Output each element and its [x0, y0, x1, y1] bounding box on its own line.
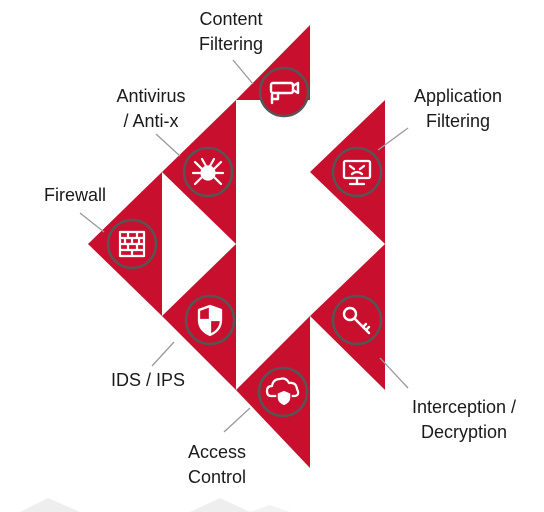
label-content-filtering-line-1: Content	[199, 9, 263, 29]
leader-lines	[79, 59, 409, 433]
label-access-control-line-2: Control	[187, 467, 247, 487]
leader-antivirus	[155, 133, 181, 157]
leader-ids-ips	[151, 341, 175, 367]
label-antivirus: Antivirus / Anti-x	[96, 84, 206, 134]
label-content-filtering-line-2: Filtering	[198, 34, 264, 54]
key-icon	[331, 294, 383, 346]
label-access-control: Access Control	[168, 440, 266, 490]
leader-content-filtering	[232, 59, 254, 85]
brick-wall-icon	[106, 218, 158, 270]
label-interception-line-1: Interception /	[411, 397, 517, 417]
label-ids-ips: IDS / IPS	[100, 368, 196, 393]
label-antivirus-line-2: / Anti-x	[123, 111, 179, 131]
label-application-filtering-line-2: Filtering	[425, 111, 491, 131]
leader-firewall	[79, 212, 105, 233]
bug-icon	[182, 146, 234, 198]
shield-icon	[184, 294, 236, 346]
label-access-control-line-1: Access	[187, 442, 247, 462]
leader-application-filtering	[377, 127, 409, 151]
label-interception-line-2: Decryption	[420, 422, 508, 442]
label-firewall-line-1: Firewall	[43, 185, 106, 205]
label-ids-ips-line-1: IDS / IPS	[110, 370, 186, 390]
leader-access-control	[223, 407, 251, 433]
leader-interception	[379, 357, 409, 389]
cloud-shield-icon	[257, 366, 309, 418]
label-application-filtering-line-1: Application	[413, 86, 503, 106]
monitor-icon	[331, 146, 383, 198]
label-firewall: Firewall	[30, 183, 120, 208]
label-antivirus-line-1: Antivirus	[116, 86, 186, 106]
label-content-filtering: Content Filtering	[172, 7, 290, 57]
label-application-filtering: Application Filtering	[392, 84, 524, 134]
label-interception-decryption: Interception / Decryption	[398, 395, 530, 445]
bottom-shadow	[20, 498, 290, 512]
security-camera-icon	[258, 66, 310, 118]
